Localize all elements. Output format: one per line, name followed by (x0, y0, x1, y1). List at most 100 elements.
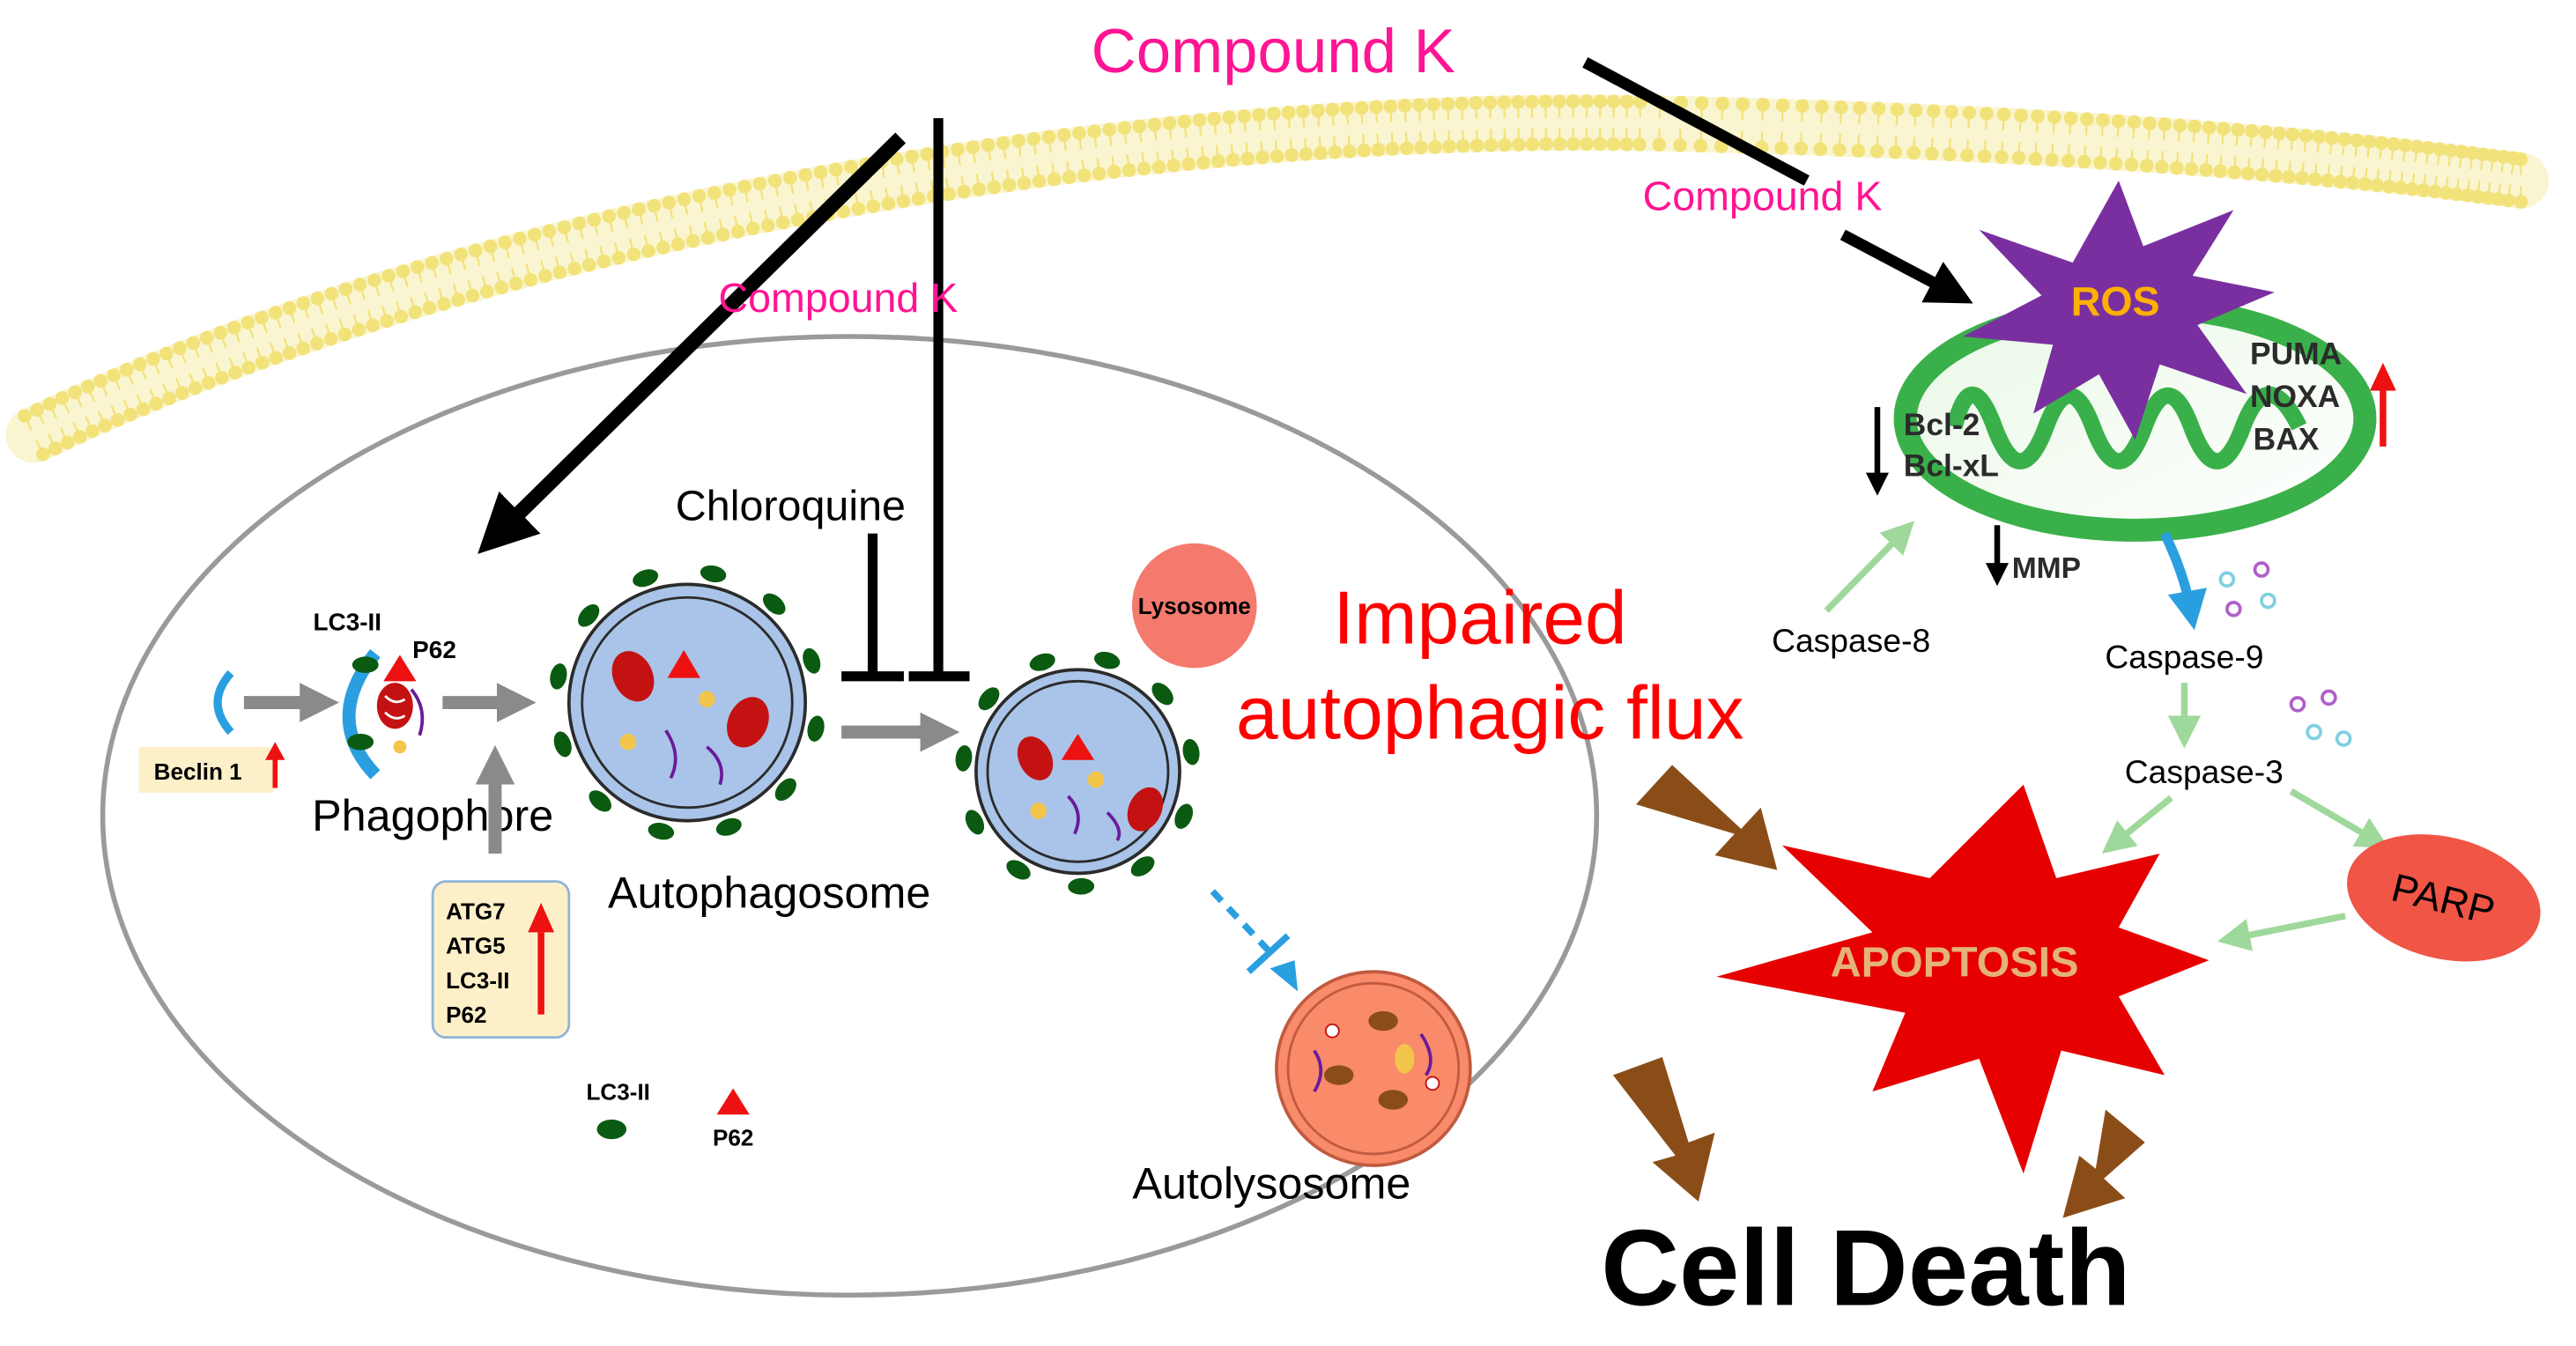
lipid-tail (668, 202, 674, 218)
lc3-dot (700, 565, 727, 583)
lipid-tail (1216, 144, 1219, 162)
lipid-head (1996, 107, 2011, 122)
lipid-tail (1138, 126, 1143, 143)
compound-k-left-label: Compound K (718, 275, 958, 321)
compound-k-to-ros-arrow (1582, 57, 1810, 186)
lipid-tail (2490, 155, 2495, 172)
lipid-tail (1894, 136, 1898, 152)
black-down-arrow-icon (1985, 525, 2010, 587)
lipid-tail (1839, 107, 1842, 123)
lipid-tail (2069, 118, 2072, 135)
cell-membrane (5, 94, 2550, 463)
lipid-tail (2351, 166, 2356, 183)
parp-to-apoptosis-arrow (2217, 913, 2346, 951)
lipid-tail (1895, 109, 1899, 126)
lipid-tail (189, 373, 196, 388)
lipid-head (2112, 114, 2126, 129)
lipid-head (670, 237, 685, 252)
lc3-ii-phagophore-label: LC3-II (313, 609, 381, 636)
lipid-head (2513, 195, 2528, 210)
blocked-fusion-arrow (1210, 889, 1299, 992)
lipid-tail (855, 192, 860, 210)
lipid-tail (1302, 111, 1306, 128)
lipid-head (1255, 150, 1269, 165)
lipid-head (1121, 163, 1136, 178)
lipid-tail (387, 275, 395, 292)
lipid-tail (2084, 119, 2089, 136)
bcl2-label: Bcl-2 (1904, 407, 1980, 442)
lipid-tail (2276, 133, 2281, 150)
chloroquine-label: Chloroquine (676, 483, 906, 530)
lipid-tail (1419, 131, 1423, 148)
lipid-tail (445, 258, 452, 275)
phagophore (342, 648, 425, 780)
lipid-tail (2327, 164, 2331, 181)
lc3-dot (1130, 856, 1155, 876)
lipid-tail (504, 241, 510, 259)
lipid-tail (779, 206, 784, 223)
p62-triangle (667, 649, 700, 678)
lc3-dot (1029, 653, 1055, 671)
lipid-tail (125, 369, 134, 386)
lipid-tail (2221, 128, 2225, 145)
lipid-head (2077, 154, 2091, 169)
lipid-tail (113, 374, 122, 391)
lipid-head (1498, 137, 1512, 152)
lipid-head (1525, 137, 1540, 152)
lipid-tail (474, 250, 481, 267)
lipid-head (1632, 137, 1647, 152)
lc3-dot (774, 778, 796, 802)
lipid-tail (2447, 150, 2452, 166)
lipid-tail (945, 178, 951, 195)
lipid-tail (614, 241, 620, 258)
lipid-tail (23, 415, 33, 431)
lysosome (1131, 543, 1257, 669)
lipid-tail (467, 279, 474, 296)
lipid-tail (819, 172, 825, 189)
lipid-tail (1021, 166, 1025, 184)
lipid-tail (870, 189, 875, 207)
legend-lc3-label: LC3-II (587, 1078, 650, 1105)
lipid-head (123, 407, 137, 422)
lipid-tail (1274, 140, 1278, 157)
lipid-tail (2414, 146, 2418, 163)
lc3-dot (955, 745, 973, 772)
lipid-tail (788, 177, 795, 194)
lipid-head (1944, 105, 1959, 119)
lipid-head (2386, 137, 2401, 152)
lipid-tail (1289, 138, 1293, 156)
lipid-tail (431, 263, 438, 279)
autophagosome-label: Autophagosome (608, 867, 930, 917)
compound-k-top-label: Compound K (1092, 17, 1455, 86)
lipid-head (454, 248, 469, 262)
lipid-head (647, 198, 662, 213)
lipid-tail (885, 187, 890, 204)
lipid-tail (2034, 143, 2038, 159)
lipid-tail (2354, 140, 2358, 157)
lipid-head (439, 251, 454, 266)
lipid-tail (2422, 174, 2427, 191)
lipid-head (1694, 96, 1709, 110)
lipid-tail (1183, 121, 1188, 138)
lipid-head (2184, 162, 2199, 176)
lipid-tail (489, 246, 496, 263)
lipid-tail (1345, 108, 1350, 125)
lipid-head (1469, 138, 1484, 153)
lipid-tail (1699, 129, 1703, 146)
lipid-tail (2263, 131, 2267, 149)
lipid-head (617, 205, 632, 220)
lipid-tail (2147, 122, 2151, 140)
lipid-tail (608, 216, 614, 233)
lipid-tail (1932, 111, 1935, 128)
lipid-tail (2342, 138, 2346, 156)
lipid-tail (74, 391, 83, 408)
lipid-head (1833, 100, 1848, 115)
lipid-head (68, 385, 82, 400)
lipid-tail (416, 266, 423, 284)
lipid-head (1062, 170, 1077, 185)
lipid-head (2269, 168, 2283, 183)
lipid-head (783, 170, 797, 185)
lipid-tail (85, 416, 93, 432)
lipid-tail (228, 357, 237, 373)
lipid-head (498, 235, 512, 250)
